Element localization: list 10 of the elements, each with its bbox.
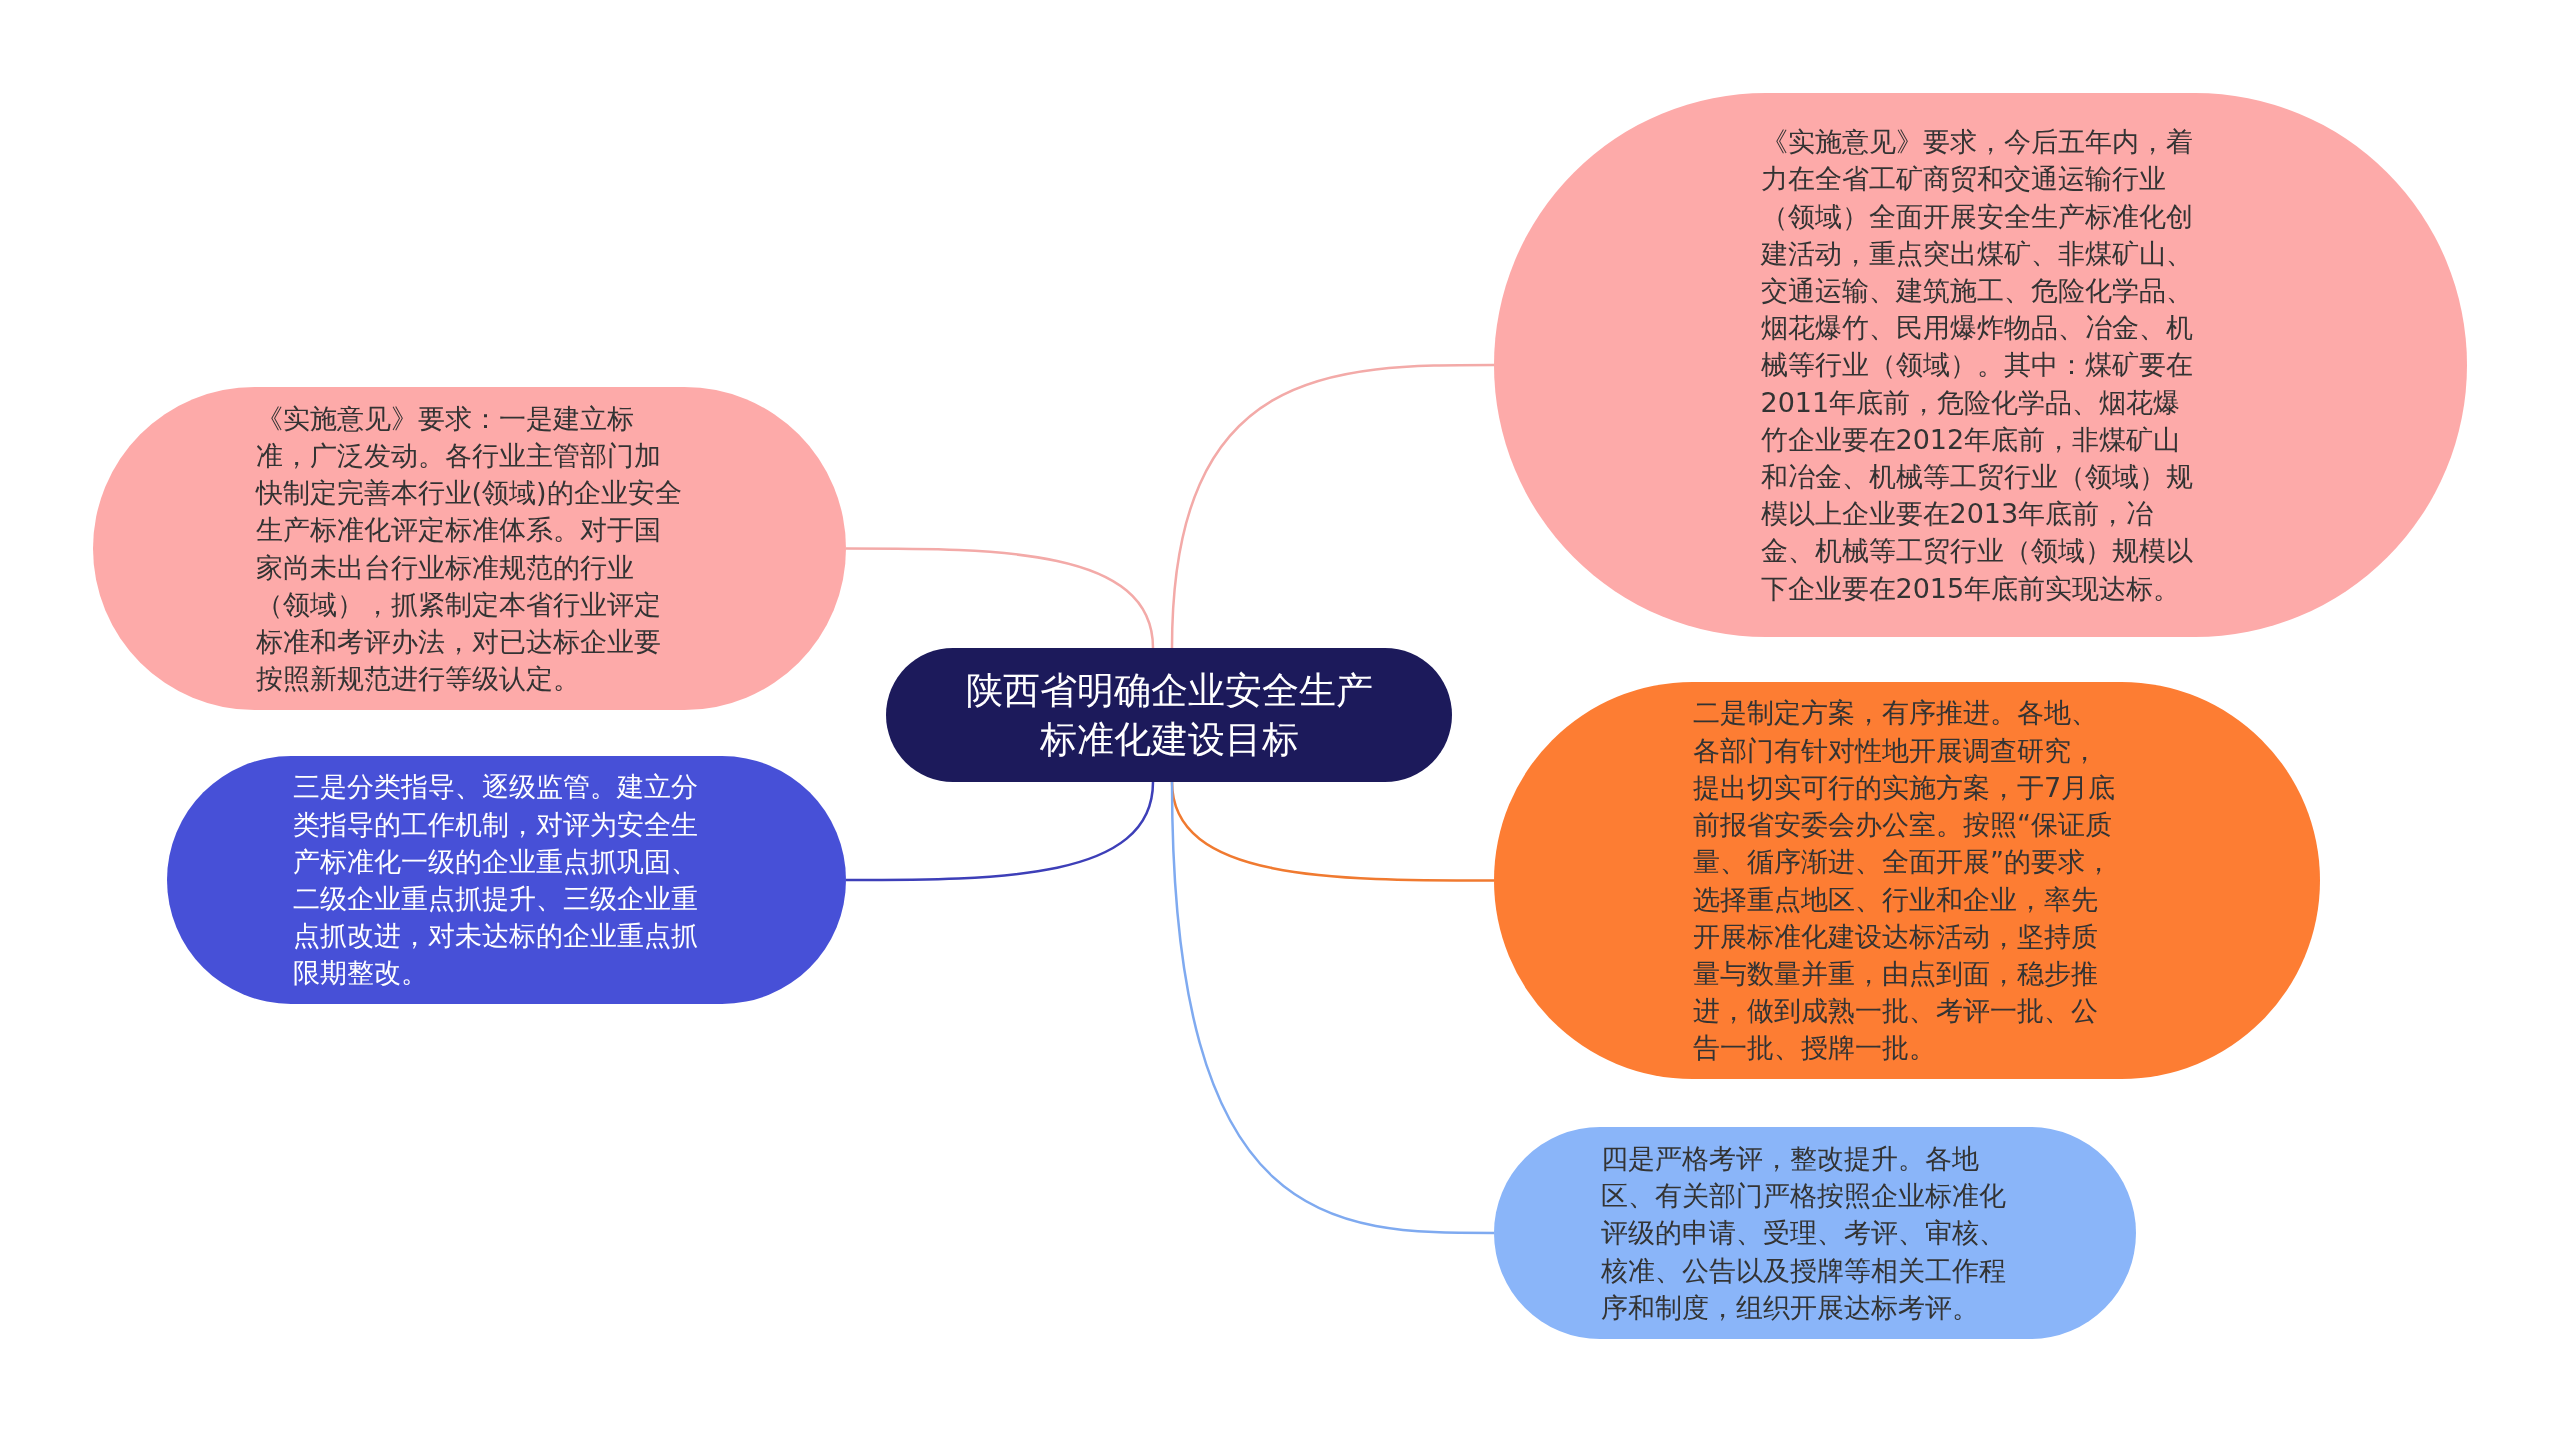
connector-line — [1170, 363, 1494, 649]
connector-line — [846, 547, 1155, 649]
topic-text: 《实施意见》要求，今后五年内，着力在全省工矿商贸和交通运输行业（领域）全面开展安全生产标准化创建活动，重点突出煤矿、非煤矿山、交通运输、建筑施工、危险化学品、烟花爆竹、民用爆炸物品、冶金、机械等行业（领域）。其中：煤矿要在2011年底前，危险化学品、烟花爆竹企业要在2012年底前，非煤矿山和冶金、机械等工贸行业（领域）规模以上企业要在2013年底前，冶金、机械等工贸行业（领域）规模以下企业要在2015年底前实现达标。 — [1760, 125, 2194, 606]
topic-text: 四是严格考评，整改提升。各地区、有关部门严格按照企业标准化评级的申请、受理、考评、审核、核准、公告以及授牌等相关工作程序和制度，组织开展达标考评。 — [1601, 1142, 2007, 1325]
topic-text: 《实施意见》要求：一是建立标准，广泛发动。各行业主管部门加快制定完善本行业(领域)的企业安全生产标准化评定标准体系。对于国家尚未出台行业标准规范的行业（领域），抓紧制定本省行业评定标准和考评办法，对已达标企业要按照新规范进行等级认定。 — [255, 401, 683, 697]
topic-text: 二是制定方案，有序推进。各地、各部门有针对性地开展调查研究，提出切实可行的实施方案，于7月底前报省安委会办公室。按照“保证质量、循序渐进、全面开展”的要求，选择重点地区、行业和企业，率先开展标准化建设达标活动，坚持质量与数量并重，由点到面，稳步推进，做到成熟一批、考评一批、公告一批、授牌一批。 — [1693, 696, 2117, 1066]
topic-title: 陕西省明确企业安全生产标准化建设目标 — [964, 668, 1374, 763]
connector-line — [846, 781, 1155, 882]
connector-line — [1170, 781, 1494, 1235]
topic-text: 三是分类指导、逐级监管。建立分类指导的工作机制，对评为安全生产标准化一级的企业重点抓巩固、二级企业重点抓提升、三级企业重点抓改进，对未达标的企业重点抓限期整改。 — [292, 770, 699, 991]
